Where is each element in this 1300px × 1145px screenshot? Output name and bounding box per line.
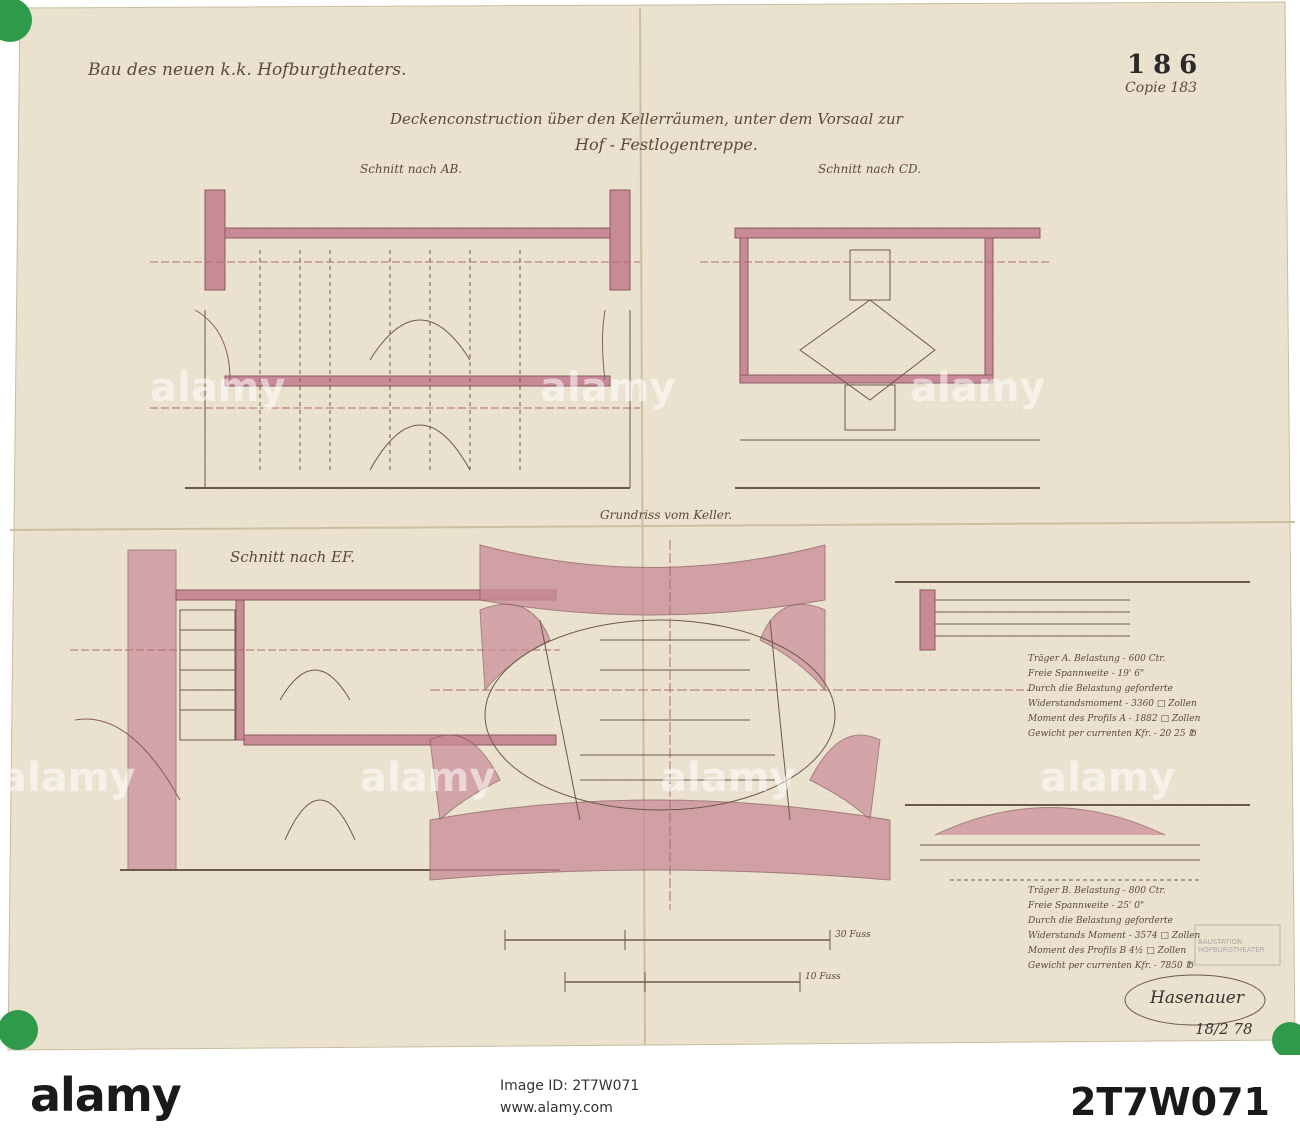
- stock-url: www.alamy.com: [500, 1100, 613, 1116]
- section-ef-label: Schnitt nach EF.: [230, 548, 355, 566]
- section-cd-label: Schnitt nach CD.: [818, 162, 922, 176]
- architectural-drawing: [0, 0, 1300, 1058]
- girder-b-note-6: Gewicht per currenten Kfr. - 7850 ℔: [1028, 961, 1193, 971]
- girder-a-note-1: Träger A. Belastung - 600 Ctr.: [1028, 654, 1166, 664]
- girder-b-note-5: Moment des Profils B 4½ □ Zollen: [1028, 946, 1187, 956]
- image-id: Image ID: 2T7W071: [500, 1078, 640, 1094]
- stock-code: 2T7W071: [1069, 1080, 1270, 1124]
- sheet-header: Bau des neuen k.k. Hofburgtheaters.: [88, 60, 407, 80]
- girder-a-note-3: Durch die Belastung geforderte: [1028, 684, 1173, 694]
- girder-a-notes: Träger A. Belastung - 600 Ctr. Freie Spa…: [1028, 652, 1200, 742]
- drawing-title-line1: Deckenconstruction über den Kellerräumen…: [390, 110, 903, 128]
- girder-b-note-4: Widerstands Moment - 3574 □ Zollen: [1028, 931, 1201, 941]
- drawing-title-line2: Hof - Festlogentreppe.: [575, 135, 758, 154]
- plan-label: Grundriss vom Keller.: [600, 508, 733, 522]
- archive-stamp: BAUSTATION HOFBURGTHEATER: [1198, 938, 1265, 954]
- girder-b-note-3: Durch die Belastung geforderte: [1028, 916, 1173, 926]
- section-ab-label: Schnitt nach AB.: [360, 162, 463, 176]
- scale-label-1: 30 Fuss: [835, 930, 871, 940]
- stock-footer: [0, 1055, 1300, 1145]
- girder-a-note-2: Freie Spannweite - 19' 6": [1028, 669, 1145, 679]
- watermark: alamy: [1040, 755, 1176, 801]
- watermark: alamy: [360, 755, 496, 801]
- watermark: alamy: [540, 365, 676, 411]
- copy-label: Copie 183: [1125, 80, 1198, 96]
- girder-b-note-1: Träger B. Belastung - 800 Ctr.: [1028, 886, 1166, 896]
- watermark: alamy: [0, 755, 136, 801]
- watermark: alamy: [660, 755, 796, 801]
- girder-b-notes: Träger B. Belastung - 800 Ctr. Freie Spa…: [1028, 884, 1200, 974]
- girder-a-note-5: Moment des Profils A - 1882 □ Zollen: [1028, 714, 1201, 724]
- sheet-number: 186: [1127, 50, 1206, 80]
- watermark: alamy: [910, 365, 1046, 411]
- stock-logo: alamy: [30, 1068, 182, 1122]
- girder-a-note-4: Widerstandsmoment - 3360 □ Zollen: [1028, 699, 1197, 709]
- scale-label-2: 10 Fuss: [805, 972, 841, 982]
- signature: Hasenauer: [1150, 988, 1244, 1008]
- watermark: alamy: [150, 365, 286, 411]
- drawing-sheet: Bau des neuen k.k. Hofburgtheaters. 186 …: [0, 0, 1300, 1058]
- girder-b-note-2: Freie Spannweite - 25' 0": [1028, 901, 1145, 911]
- signature-date: 18/2 78: [1195, 1020, 1253, 1038]
- girder-a-note-6: Gewicht per currenten Kfr. - 20 25 ℔: [1028, 729, 1196, 739]
